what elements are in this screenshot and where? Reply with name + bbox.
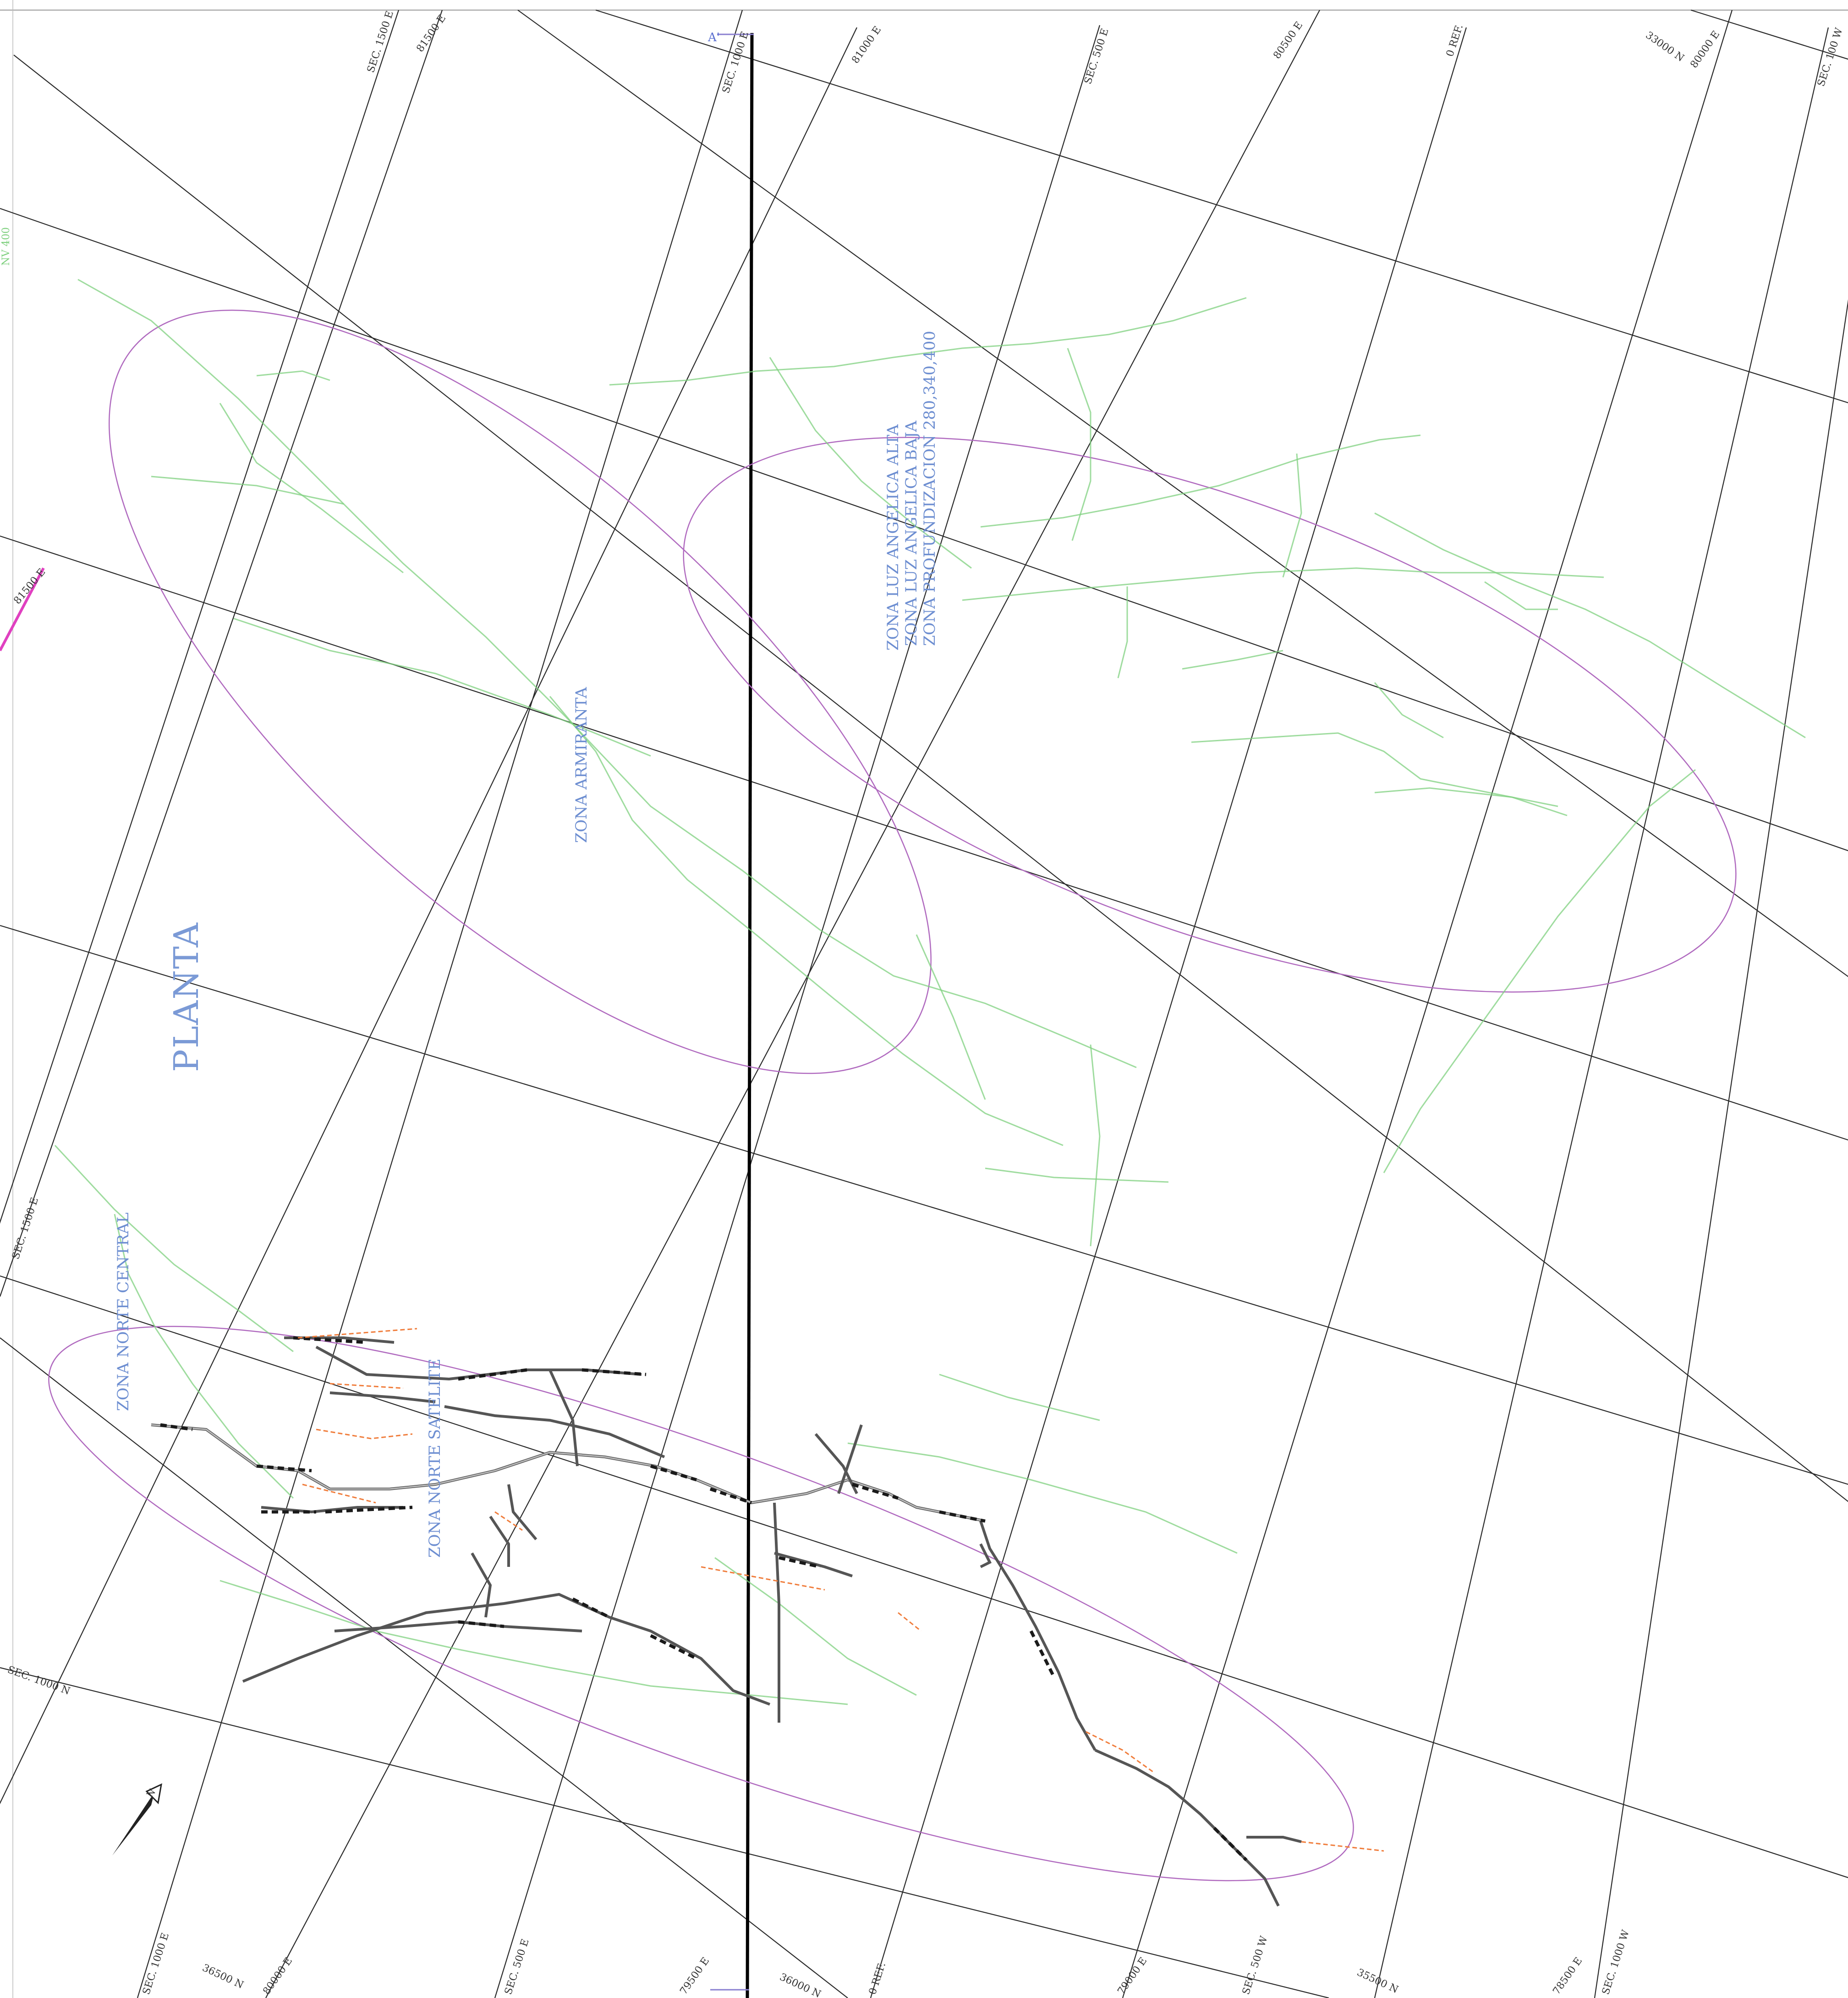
- zone-luz-angelica-baja-label: ZONA LUZ ANGELICA BAJA: [902, 421, 921, 646]
- section-line: [746, 33, 754, 1998]
- zone-armiranta-label: ZONA ARMIRANTA: [572, 687, 591, 843]
- left-coordinate-labels: NV 400 81500 E SEC. 1500 E SEC. 1000 N: [0, 227, 71, 1697]
- top-label-80000e: 80000 E: [1688, 29, 1722, 71]
- vein-workings: [54, 279, 1806, 1705]
- bottom-label-79500e: 79500 E: [678, 1955, 712, 1997]
- bottom-label-36000n: 36000 N: [778, 1971, 823, 1998]
- zone-luz-angelica-alta-label: ZONA LUZ ANGELICA ALTA: [884, 424, 902, 651]
- tunnels: [151, 1336, 1302, 1907]
- zone-outlines: [48, 309, 1737, 1882]
- left-label-nv400: NV 400: [0, 227, 12, 266]
- top-label-33000n: 33000 N: [1644, 29, 1686, 64]
- bottom-label-78500e: 78500 E: [1551, 1955, 1585, 1997]
- north-arrow-icon: [112, 1787, 158, 1856]
- magenta-marker: [0, 567, 45, 651]
- bottom-label-79000e: 79000 E: [1115, 1955, 1149, 1997]
- bottom-label-80000e: 80000 E: [261, 1955, 295, 1997]
- left-label-sec1500e: SEC. 1500 E: [10, 1196, 41, 1261]
- zone-norte-central-label: ZONA NORTE CENTRAL: [114, 1212, 132, 1411]
- left-label-sec1000n: SEC. 1000 N: [6, 1664, 71, 1697]
- top-label-81500e: 81500 E: [414, 13, 448, 55]
- bottom-label-sec1000e: SEC. 1000 E: [141, 1932, 171, 1996]
- top-coordinate-labels: SEC. 1500 E 81500 E SEC. 1000 E 81000 E …: [365, 10, 1845, 95]
- bottom-label-36500n: 36500 N: [200, 1962, 245, 1991]
- top-label-81000e: 81000 E: [850, 24, 883, 66]
- zone-profundizacion-label: ZONA PROFUNDIZACION 280,340,400: [921, 331, 939, 646]
- bottom-label-sec500e: SEC. 500 E: [503, 1938, 532, 1996]
- bottom-label-0ref: 0 REF.: [867, 1961, 888, 1996]
- projection-lines: [297, 1328, 1384, 1852]
- zone-norte-satelite-label: ZONA NORTE SATELITE: [426, 1358, 444, 1558]
- drill-markers: [160, 1336, 1248, 1861]
- bottom-label-35500n: 35500 N: [1355, 1967, 1400, 1996]
- plan-title: PLANTA: [167, 922, 206, 1072]
- top-label-80500e: 80500 E: [1271, 20, 1305, 61]
- grid-diagonal-lines: [0, 9, 1848, 1998]
- grid-steep-lines: [0, 10, 1848, 1998]
- north-arrow-head-icon: [145, 1783, 162, 1805]
- bottom-label-sec500w: SEC. 500 W: [1240, 1934, 1270, 1996]
- grid-shallow-lines: [0, 9, 1848, 1998]
- bottom-coordinate-labels: SEC. 1000 E 36500 N 80000 E SEC. 500 E 7…: [141, 1928, 1632, 1998]
- north-arrow: N: [112, 1783, 162, 1856]
- section-marker-top: A': [707, 31, 720, 44]
- left-label-81500e: 81500 E: [11, 567, 48, 607]
- bottom-label-sec1000w: SEC. 1000 W: [1600, 1928, 1632, 1996]
- top-label-sec1000e: SEC. 1000 E: [720, 30, 751, 95]
